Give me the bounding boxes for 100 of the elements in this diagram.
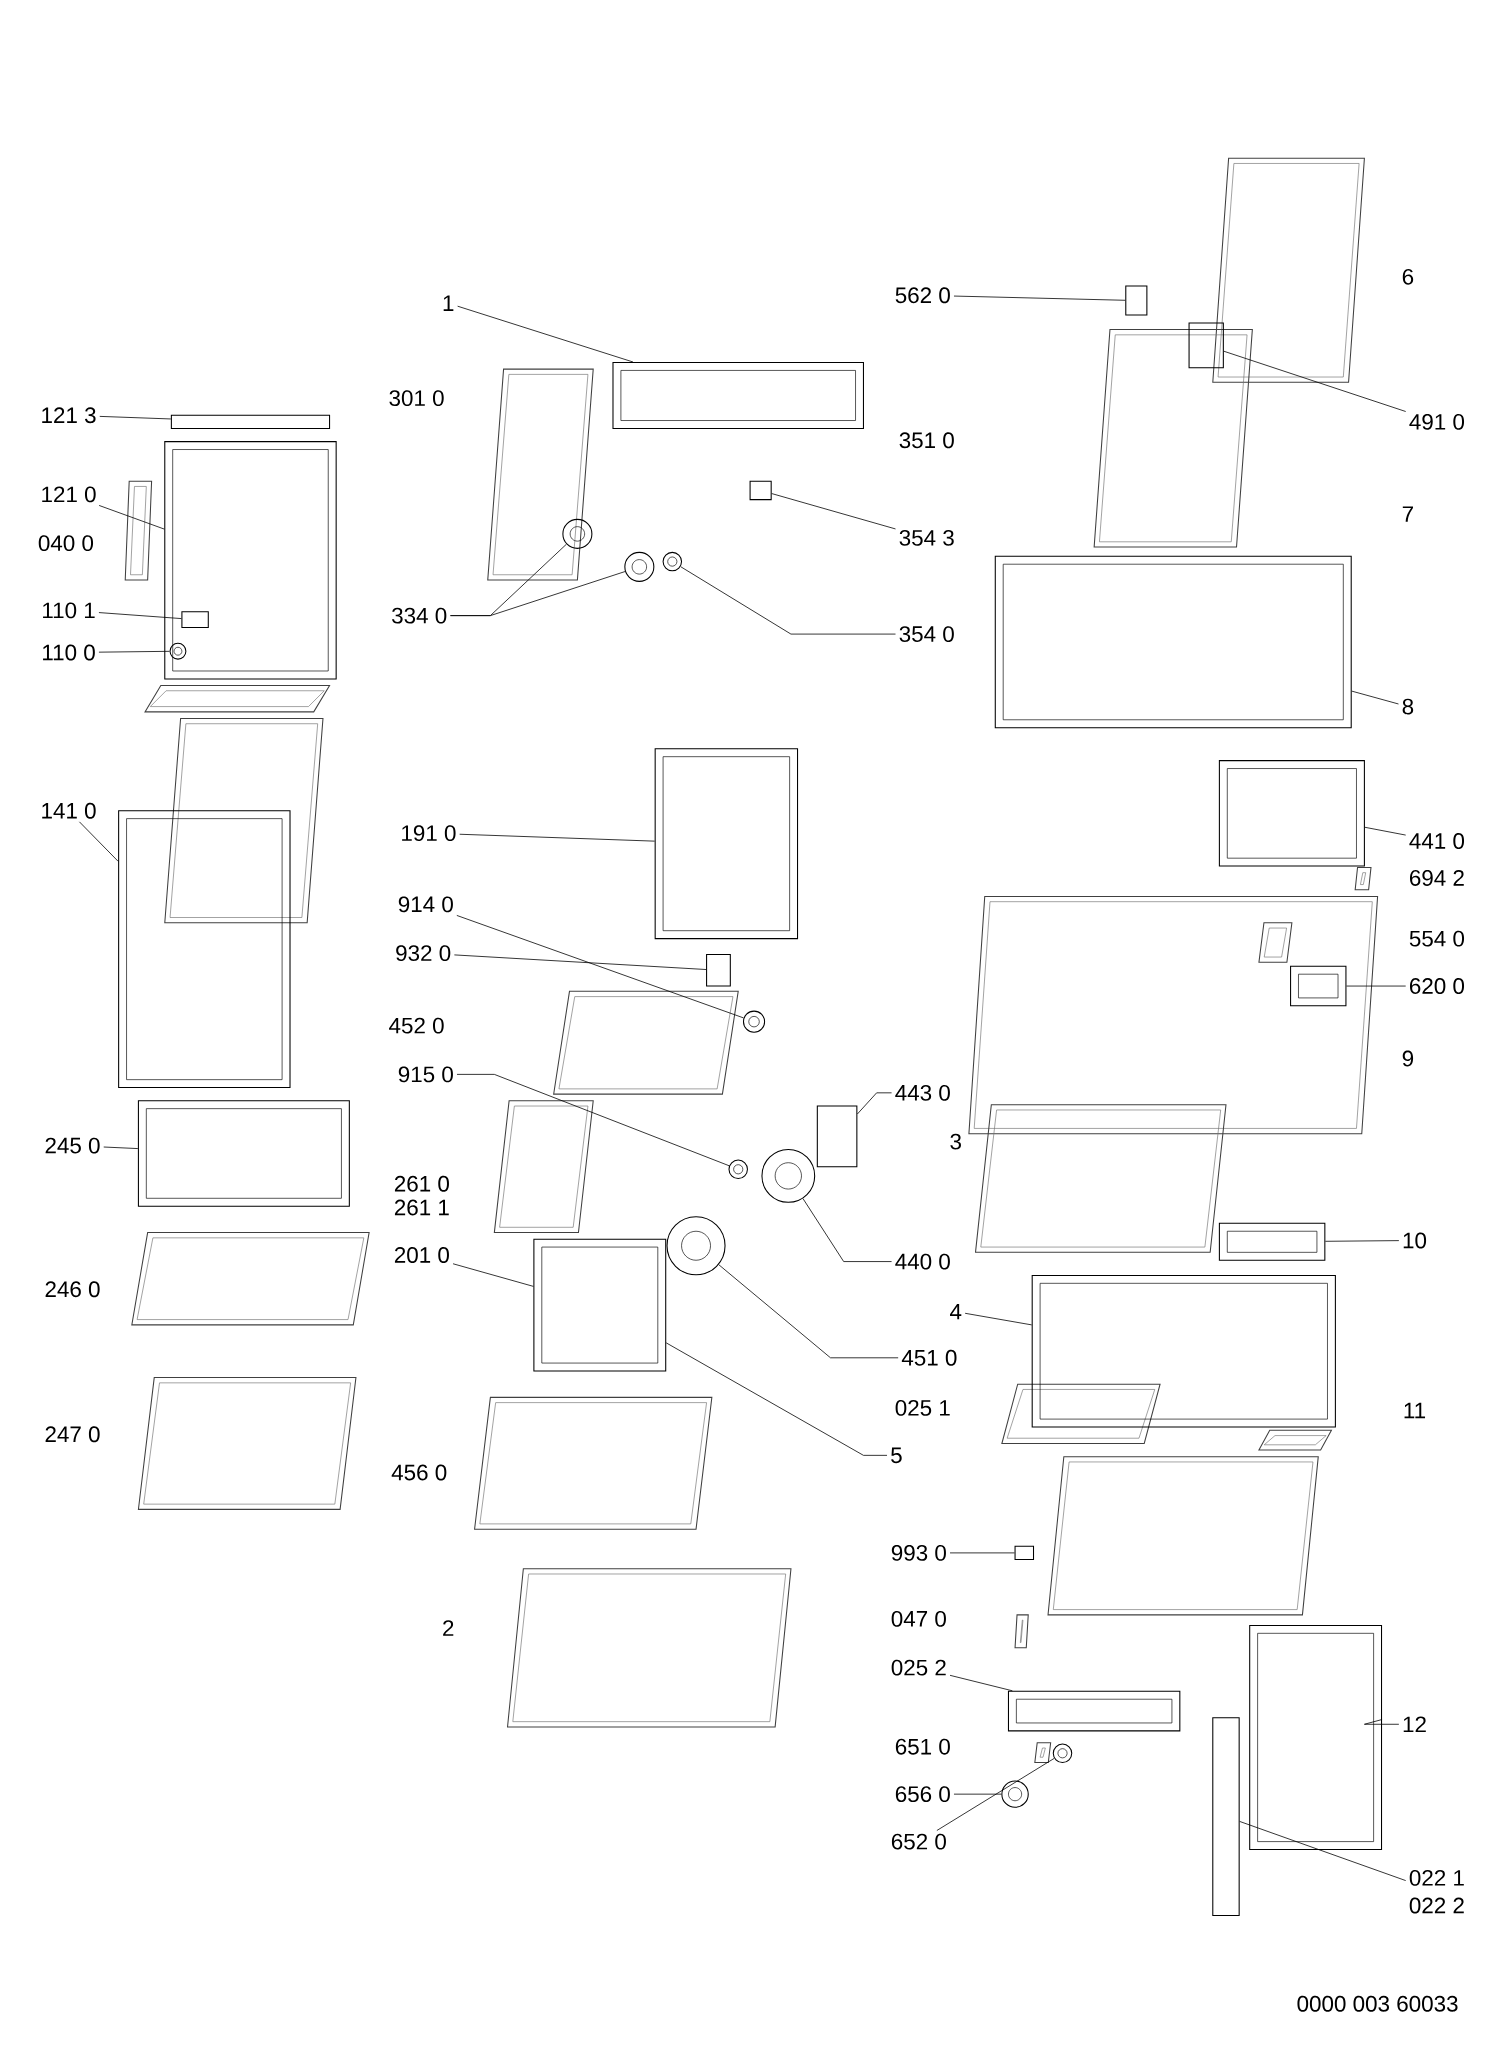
leader-line <box>949 1552 1015 1554</box>
knob-drawing <box>624 551 655 582</box>
leader-line <box>964 1312 1032 1326</box>
part-number: 915 0 <box>398 1066 453 1083</box>
part-number: 261 1 <box>394 1199 449 1216</box>
lamp-drawing <box>706 953 731 987</box>
leader-line <box>452 1263 534 1287</box>
leader-line <box>103 1146 139 1149</box>
part-number: 9 <box>1402 1050 1413 1067</box>
part-number: 025 2 <box>891 1659 946 1676</box>
leader-line <box>1239 1821 1406 1881</box>
leader-line <box>718 1264 899 1359</box>
part-number: 7 <box>1402 506 1413 522</box>
wire-rack-drawing <box>137 1100 350 1207</box>
part-number: 5 <box>891 1447 902 1464</box>
leader-line <box>949 1674 1013 1692</box>
part-number: 110 0 <box>43 644 95 661</box>
cover-drawing <box>1218 1222 1326 1261</box>
part-number: 620 0 <box>1409 978 1464 994</box>
switch-drawing <box>1052 1743 1073 1764</box>
leader-line <box>1346 985 1406 987</box>
part-number: 456 0 <box>391 1464 447 1481</box>
part-number: 452 0 <box>388 1017 444 1034</box>
ring-element-drawing <box>666 1216 726 1276</box>
part-number: 441 0 <box>1409 833 1464 849</box>
part-number: 443 0 <box>895 1084 950 1101</box>
top-plate-drawing <box>994 555 1352 729</box>
part-number: 246 0 <box>45 1281 100 1298</box>
seal-drawing <box>742 1010 766 1033</box>
leader-line <box>453 954 707 970</box>
part-number: 191 0 <box>402 825 456 842</box>
bushing-drawing <box>169 642 187 660</box>
leader-line <box>1223 350 1406 412</box>
part-number: 440 0 <box>895 1253 950 1270</box>
leader-line <box>456 915 744 1019</box>
part-number: 121 3 <box>42 407 96 424</box>
part-number: 10 <box>1403 1232 1426 1249</box>
leader-line <box>98 650 170 653</box>
leader-line <box>78 821 119 862</box>
leader-line <box>1363 1719 1400 1725</box>
door-frame-drawing <box>164 441 337 680</box>
control-bar-drawing <box>612 362 864 429</box>
part-number: 8 <box>1402 698 1414 715</box>
part-number: 2 <box>443 1620 454 1636</box>
clip-drawing <box>1125 285 1148 316</box>
screw-drawing <box>1014 1545 1034 1561</box>
part-number: 491 0 <box>1409 413 1464 430</box>
part-number: 656 0 <box>895 1786 950 1803</box>
part-number: 354 0 <box>899 626 954 642</box>
part-number: 245 0 <box>45 1137 100 1154</box>
leader-line <box>98 612 182 619</box>
trim-strip-drawing <box>170 414 330 429</box>
side-panel-drawing <box>1249 1624 1382 1851</box>
leader-line <box>459 833 655 842</box>
leader-line <box>456 1074 730 1167</box>
part-number: 022 1 022 2 <box>1409 1869 1464 1914</box>
leader-line <box>457 305 634 363</box>
part-number: 025 1 <box>895 1399 950 1416</box>
part-number: 261 0 <box>394 1175 449 1192</box>
leader-line <box>680 566 896 635</box>
nut-drawing <box>728 1159 748 1180</box>
rear-panel-drawing <box>533 1238 667 1372</box>
relay-drawing <box>1188 322 1224 369</box>
part-number: 3 <box>950 1133 961 1150</box>
part-number: 1 <box>443 295 454 311</box>
leader-line <box>771 493 896 530</box>
part-number: 351 0 <box>899 432 954 449</box>
part-number: 12 <box>1403 1716 1426 1733</box>
rail-drawing <box>1007 1690 1181 1732</box>
part-number: 047 0 <box>891 1610 946 1627</box>
leader-line <box>856 1092 892 1115</box>
part-number: 4 <box>949 1303 962 1320</box>
guide-rail-drawing <box>1212 1717 1240 1916</box>
leader-line <box>802 1198 892 1262</box>
part-number: 121 0 <box>42 486 96 503</box>
leader-line <box>99 416 172 420</box>
part-number: 201 0 <box>394 1247 449 1263</box>
leader-line <box>936 1758 1055 1831</box>
spindle-drawing <box>662 551 682 572</box>
leader-line <box>449 571 626 616</box>
leader-line <box>1351 690 1399 705</box>
part-number: 932 0 <box>396 945 451 962</box>
leader-line <box>1324 1240 1400 1242</box>
part-number: 914 0 <box>398 896 453 913</box>
tray-drawing <box>654 748 798 940</box>
drawing-number: 0000 003 60033 <box>1297 1995 1458 2012</box>
plate-drawing <box>1031 1274 1336 1428</box>
leader-line <box>1364 826 1406 836</box>
part-number: 040 0 <box>38 535 93 552</box>
leader-line <box>98 505 165 530</box>
part-number: 554 0 <box>1409 930 1464 947</box>
part-number: 334 0 <box>391 607 447 624</box>
leader-line <box>953 1793 1002 1795</box>
part-number: 652 0 <box>891 1833 946 1850</box>
tangential-fan-drawing <box>1218 760 1365 867</box>
part-number: 301 0 <box>389 390 444 407</box>
knob-drawing <box>562 518 593 549</box>
shaft-drawing <box>749 480 772 501</box>
door-glass-drawing <box>118 810 291 1089</box>
part-number: 110 1 <box>43 602 95 619</box>
